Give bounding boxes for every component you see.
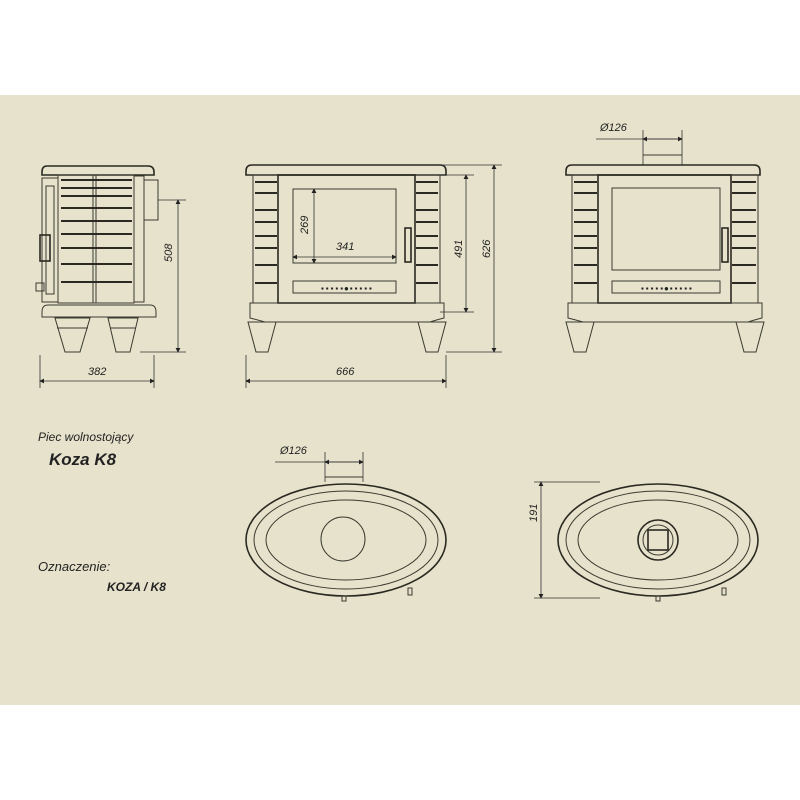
top-view-left: Ø126 [245, 445, 447, 602]
top-view-right: 191 [528, 481, 759, 602]
dim-626: 626 [481, 239, 493, 258]
product-subtitle: Piec wolnostojący [38, 430, 134, 444]
dim-269: 269 [299, 216, 311, 235]
designation-value: KOZA / K8 [107, 580, 166, 594]
dim-rear-flue: Ø126 [599, 122, 628, 134]
door-handle-icon [404, 227, 412, 263]
dim-491: 491 [453, 240, 465, 258]
dim-508: 508 [163, 243, 175, 262]
side-view: 508 382 [35, 165, 186, 388]
rear-view: Ø126 ▪▪▪▪▪●▪▪▪▪▪ [565, 122, 765, 353]
air-vent-icon: ▪▪▪▪▪●▪▪▪▪▪ [640, 285, 693, 294]
air-vent-icon: ▪▪▪▪▪●▪▪▪▪▪ [320, 285, 373, 294]
dim-191: 191 [528, 504, 540, 522]
dim-666: 666 [336, 366, 355, 378]
door-handle-icon [721, 227, 729, 263]
product-model: Koza K8 [49, 450, 117, 469]
dim-top-flue: Ø126 [279, 445, 308, 457]
designation-label: Oznaczenie: [38, 559, 111, 574]
drawing-sheet [0, 95, 800, 705]
dim-382: 382 [88, 366, 106, 378]
front-view: ▪▪▪▪▪●▪▪▪▪▪ 269 341 [245, 164, 502, 388]
dim-341: 341 [336, 241, 354, 253]
